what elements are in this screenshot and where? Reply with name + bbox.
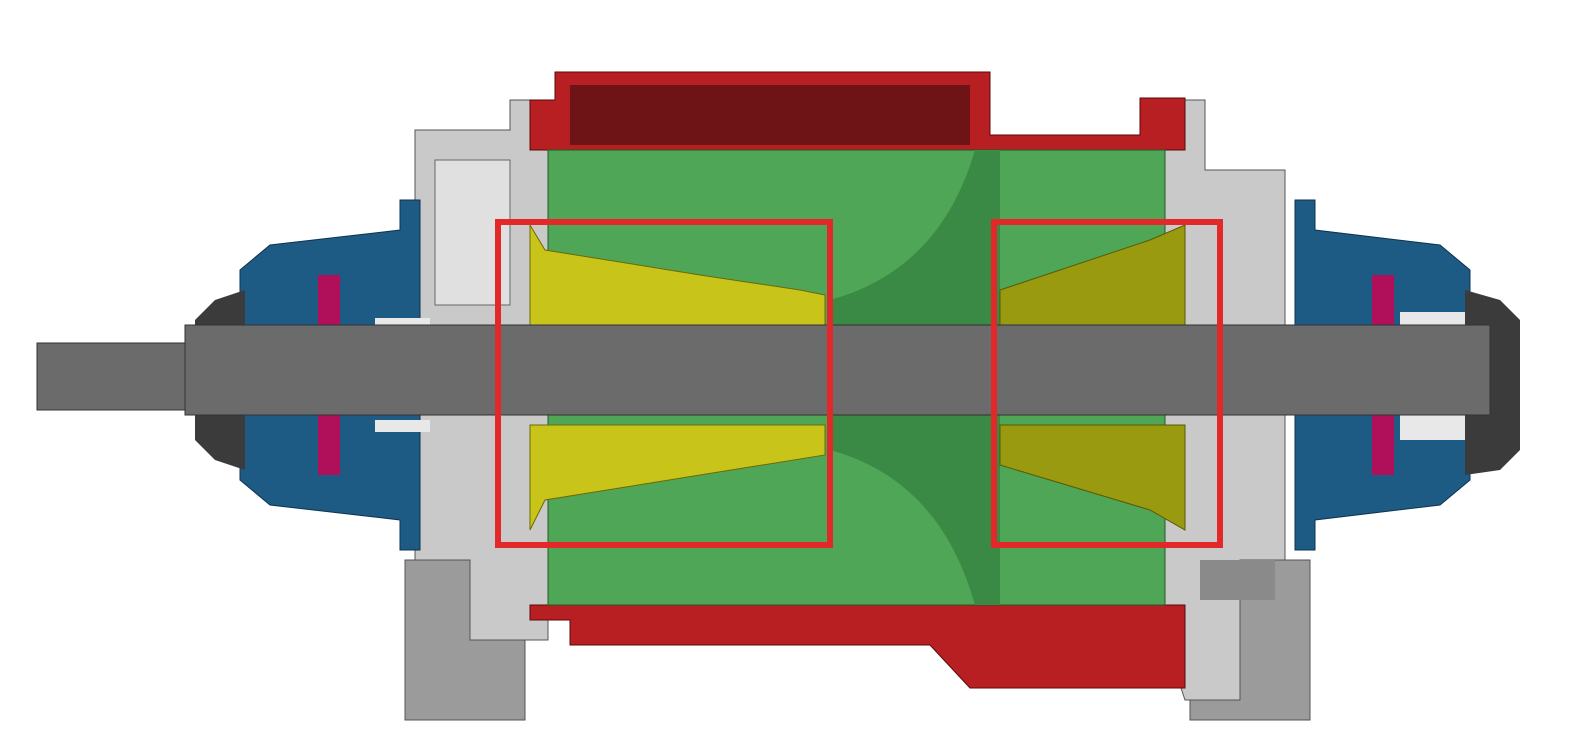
highlight-box-right xyxy=(991,219,1223,548)
casing-top-inner xyxy=(570,85,970,145)
right-housing-window xyxy=(1200,560,1275,600)
left-seal-top xyxy=(318,275,340,335)
right-impeller-bottom xyxy=(999,424,1186,531)
left-impeller-bottom xyxy=(529,424,826,531)
left-seal-bottom xyxy=(318,415,340,475)
shaft xyxy=(184,324,1491,416)
highlight-box-left xyxy=(495,219,833,548)
right-bushing-bottom xyxy=(1400,415,1465,440)
right-seal-top xyxy=(1372,275,1394,335)
casing-bottom xyxy=(529,604,1186,689)
left-bushing-bottom xyxy=(375,420,430,432)
shaft-end xyxy=(36,342,198,411)
right-seal-bottom xyxy=(1372,415,1394,475)
